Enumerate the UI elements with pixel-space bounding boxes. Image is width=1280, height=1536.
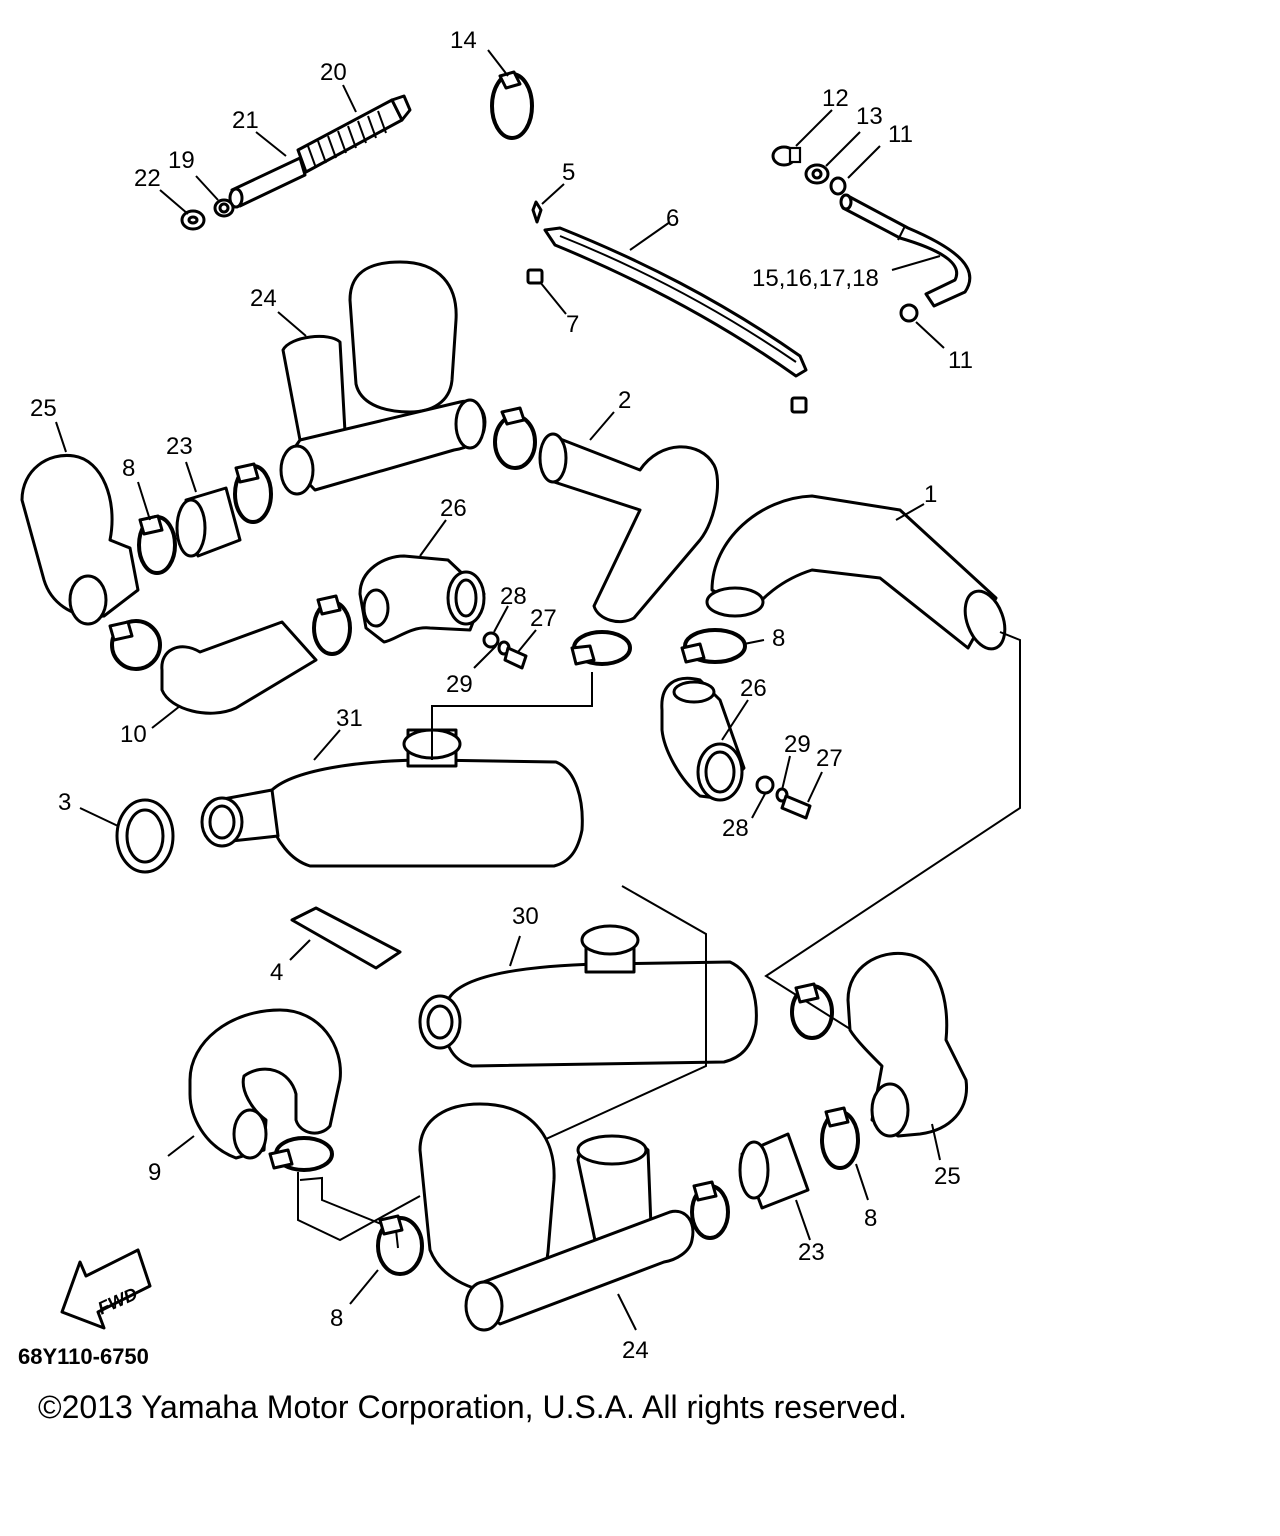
part-21-pipe — [228, 156, 307, 209]
clamp-upper-mid — [493, 406, 537, 470]
copyright-notice: ©2013 Yamaha Motor Corporation, U.S.A. A… — [38, 1389, 907, 1425]
callout-27-upper: 27 — [530, 605, 557, 632]
callout-28-upper: 28 — [500, 583, 527, 610]
part-20-corrugated-hose — [296, 94, 412, 174]
callout-21: 21 — [232, 107, 259, 134]
reference-line-9b — [299, 1176, 399, 1249]
callout-27-lower: 27 — [816, 745, 843, 772]
clamp-under-9 — [268, 1136, 334, 1172]
callout-30: 30 — [512, 903, 539, 930]
callout-23-upper: 23 — [166, 433, 193, 460]
callout-1: 1 — [924, 481, 937, 508]
reference-line-30 — [499, 885, 707, 1161]
callout-13: 13 — [856, 103, 883, 130]
part-25-upper-elbow — [20, 453, 140, 626]
leader-lines — [55, 49, 945, 1331]
callout-29-lower: 29 — [784, 731, 811, 758]
callout-10: 10 — [120, 721, 147, 748]
callout-19: 19 — [168, 147, 195, 174]
part-8-clamp-upper-left — [137, 514, 177, 575]
callout-22: 22 — [134, 165, 161, 192]
part-10-pipe — [160, 620, 318, 715]
part-26-lower-elbow — [660, 676, 746, 802]
part-8-clamp-lower-left — [376, 1214, 424, 1276]
part-27-lower-bolt — [780, 794, 812, 820]
part-24-upper-chamber — [279, 260, 487, 496]
callout-3: 3 — [58, 789, 71, 816]
part-25-lower-elbow — [846, 951, 968, 1138]
part-6-strap — [543, 226, 808, 378]
callout-9: 9 — [148, 1159, 161, 1186]
part-15-18-hose — [839, 193, 972, 308]
callout-2: 2 — [618, 387, 631, 414]
part-14-hose-clamp — [490, 70, 534, 140]
part-24-lower-chamber — [418, 1102, 695, 1332]
part-19-washer — [213, 198, 235, 218]
part-13-washer — [804, 163, 830, 185]
clamp-lower-mid — [690, 1180, 730, 1240]
part-28-lower-washer — [755, 775, 775, 795]
diagram-code: 68Y110-6750 — [18, 1344, 149, 1369]
callout-8-lower-left: 8 — [330, 1305, 343, 1332]
clamp-10-26 — [312, 594, 352, 656]
part-2-pipe — [538, 432, 720, 623]
callout-31: 31 — [336, 705, 363, 732]
part-9-pipe — [188, 1008, 342, 1160]
part-30-muffler — [418, 924, 758, 1068]
callout-8-right: 8 — [772, 625, 785, 652]
part-11-clip-upper — [829, 176, 847, 196]
clamp-upper-left-2 — [233, 462, 273, 524]
reference-line-31 — [431, 672, 593, 760]
callout-11-upper: 11 — [888, 121, 913, 148]
part-31-muffler — [200, 728, 584, 868]
callout-12: 12 — [822, 85, 849, 112]
callout-20: 20 — [320, 59, 347, 86]
part-12-bolt — [771, 145, 802, 167]
callout-8-lower-right: 8 — [864, 1205, 877, 1232]
callout-26-upper: 26 — [440, 495, 467, 522]
part-8-clamp-lower-right — [820, 1106, 860, 1170]
forward-arrow-icon: FWD — [60, 1248, 152, 1330]
callout-5: 5 — [562, 159, 575, 186]
part-8-clamp-right — [680, 628, 747, 664]
part-11-clip-lower — [899, 303, 919, 323]
reference-line-9 — [297, 1172, 421, 1242]
callout-15-16-17-18: 15,16,17,18 — [752, 265, 879, 292]
callout-6: 6 — [666, 205, 679, 232]
part-27-upper-bolt — [503, 646, 528, 670]
part-23-upper-sleeve — [175, 486, 242, 558]
callout-25-lower: 25 — [934, 1163, 961, 1190]
part-7-nut — [526, 268, 544, 285]
part-28-upper-washer — [482, 631, 500, 649]
callout-24-lower: 24 — [622, 1337, 649, 1364]
callout-23-lower: 23 — [798, 1239, 825, 1266]
callout-14: 14 — [450, 27, 477, 54]
part-23-lower-sleeve — [738, 1132, 810, 1210]
callout-26-lower: 26 — [740, 675, 767, 702]
part-22-washer — [180, 209, 206, 231]
callout-4: 4 — [270, 959, 283, 986]
callout-7: 7 — [566, 311, 579, 338]
part-3-ring — [115, 798, 175, 874]
callout-8-upper-left: 8 — [122, 455, 135, 482]
clamp-lower-right-1 — [790, 982, 834, 1040]
callout-24-upper: 24 — [250, 285, 277, 312]
part-6-nut — [790, 396, 808, 414]
part-4-pad — [290, 906, 402, 970]
callout-28-lower: 28 — [722, 815, 749, 842]
part-5-screw — [531, 200, 543, 224]
callout-25-upper: 25 — [30, 395, 57, 422]
part-26-upper-elbow — [358, 554, 486, 644]
clamp-under-pipe-2 — [570, 630, 632, 666]
callout-29-upper: 29 — [446, 671, 473, 698]
part-1-exhaust-pipe — [705, 494, 1007, 651]
callout-11-lower: 11 — [948, 347, 973, 374]
clamp-under-25 — [108, 619, 162, 671]
